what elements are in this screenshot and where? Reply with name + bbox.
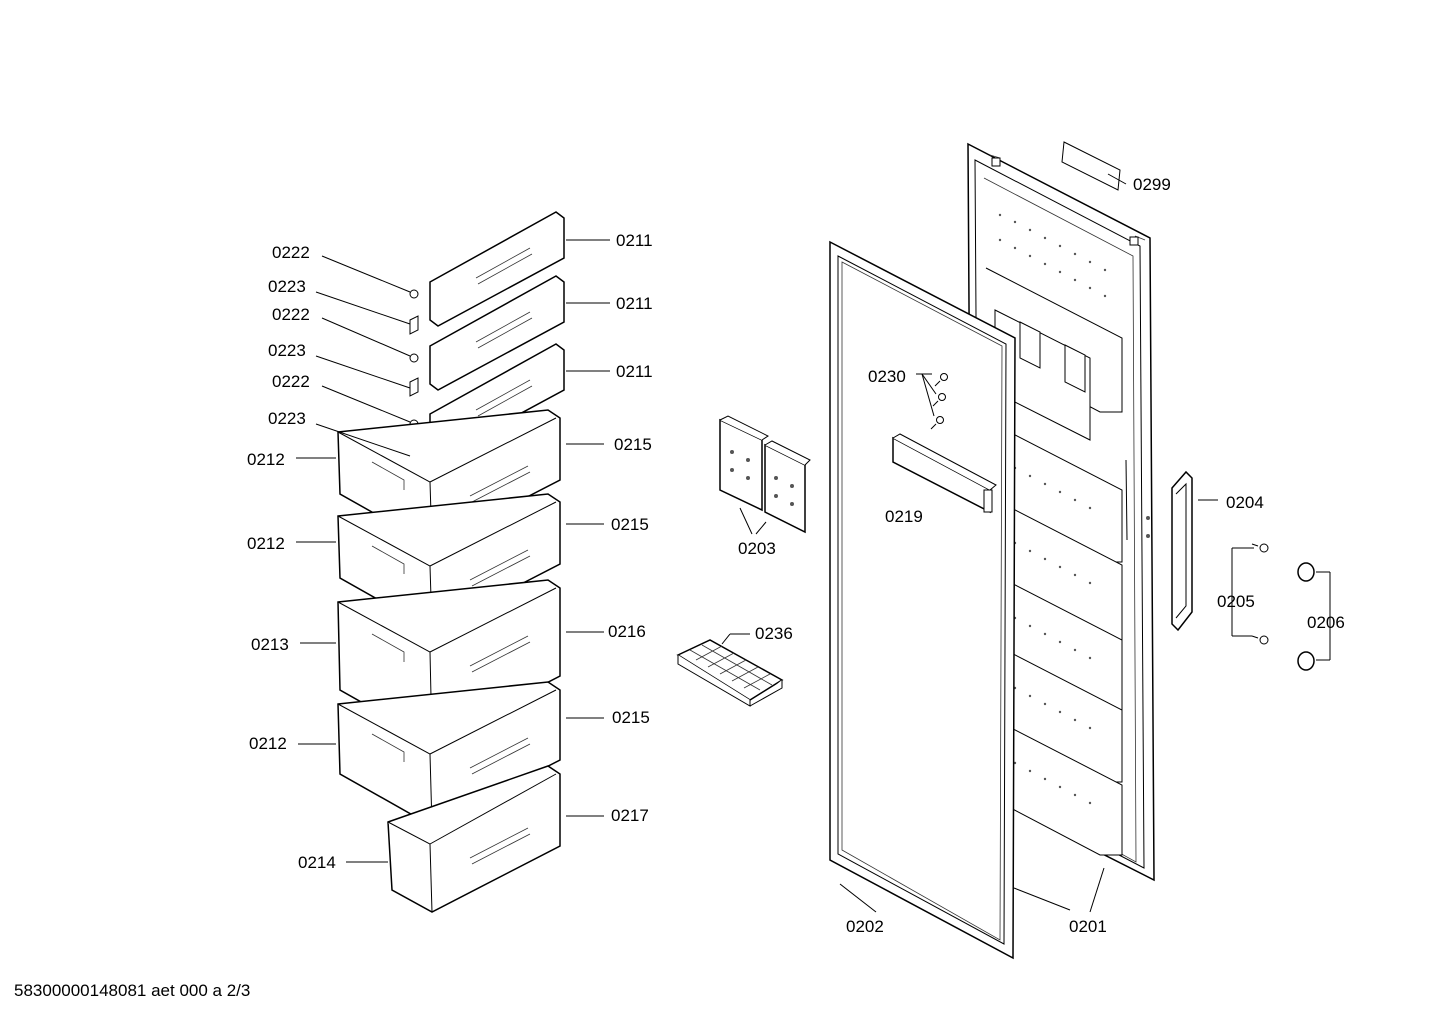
callout-0211-c: 0211: [616, 362, 653, 381]
callout-0230: 0230: [868, 367, 906, 386]
drawer-0214: [387, 765, 561, 913]
callout-0202: 0202: [846, 917, 884, 936]
callout-0214: 0214: [298, 853, 336, 872]
cold-packs: [719, 415, 811, 534]
callout-0213: 0213: [251, 635, 289, 654]
callout-0219: 0219: [885, 507, 923, 526]
callout-0299: 0299: [1133, 175, 1171, 194]
callout-0206: 0206: [1307, 613, 1345, 632]
flap-0211-1: [429, 211, 565, 327]
label-plate: [1061, 141, 1121, 191]
flap-0211-2: [429, 275, 565, 391]
caps-0206: [1297, 562, 1315, 671]
callout-0217: 0217: [611, 806, 649, 825]
callout-0215-a: 0215: [614, 435, 652, 454]
callout-0203: 0203: [738, 539, 776, 558]
callout-0205: 0205: [1217, 592, 1255, 611]
callout-0223-c: 0223: [268, 409, 306, 428]
ice-cube-tray: [676, 639, 784, 707]
callout-0223-a: 0223: [268, 277, 306, 296]
drawing-reference: 58300000148081 aet 000 a 2/3: [14, 981, 251, 1000]
screws-0205: [1251, 543, 1269, 645]
leader-lines: [296, 173, 1331, 913]
callout-0222-a: 0222: [272, 243, 310, 262]
callout-0211-a: 0211: [616, 231, 653, 250]
callout-0212-c: 0212: [249, 734, 287, 753]
callout-0222-b: 0222: [272, 305, 310, 324]
callout-0212-b: 0212: [247, 534, 285, 553]
callout-0201: 0201: [1069, 917, 1107, 936]
callout-0204: 0204: [1226, 493, 1264, 512]
callout-0211-b: 0211: [616, 294, 653, 313]
callout-0216: 0216: [608, 622, 646, 641]
screws-0230: [930, 373, 948, 430]
callout-0222-c: 0222: [272, 372, 310, 391]
callout-0215-b: 0215: [611, 515, 649, 534]
callout-0236: 0236: [755, 624, 793, 643]
door-gasket: [829, 240, 1016, 960]
callout-0212-a: 0212: [247, 450, 285, 469]
callout-0223-b: 0223: [268, 341, 306, 360]
drawer-0212-3: [337, 681, 561, 827]
callout-0215-c: 0215: [612, 708, 650, 727]
